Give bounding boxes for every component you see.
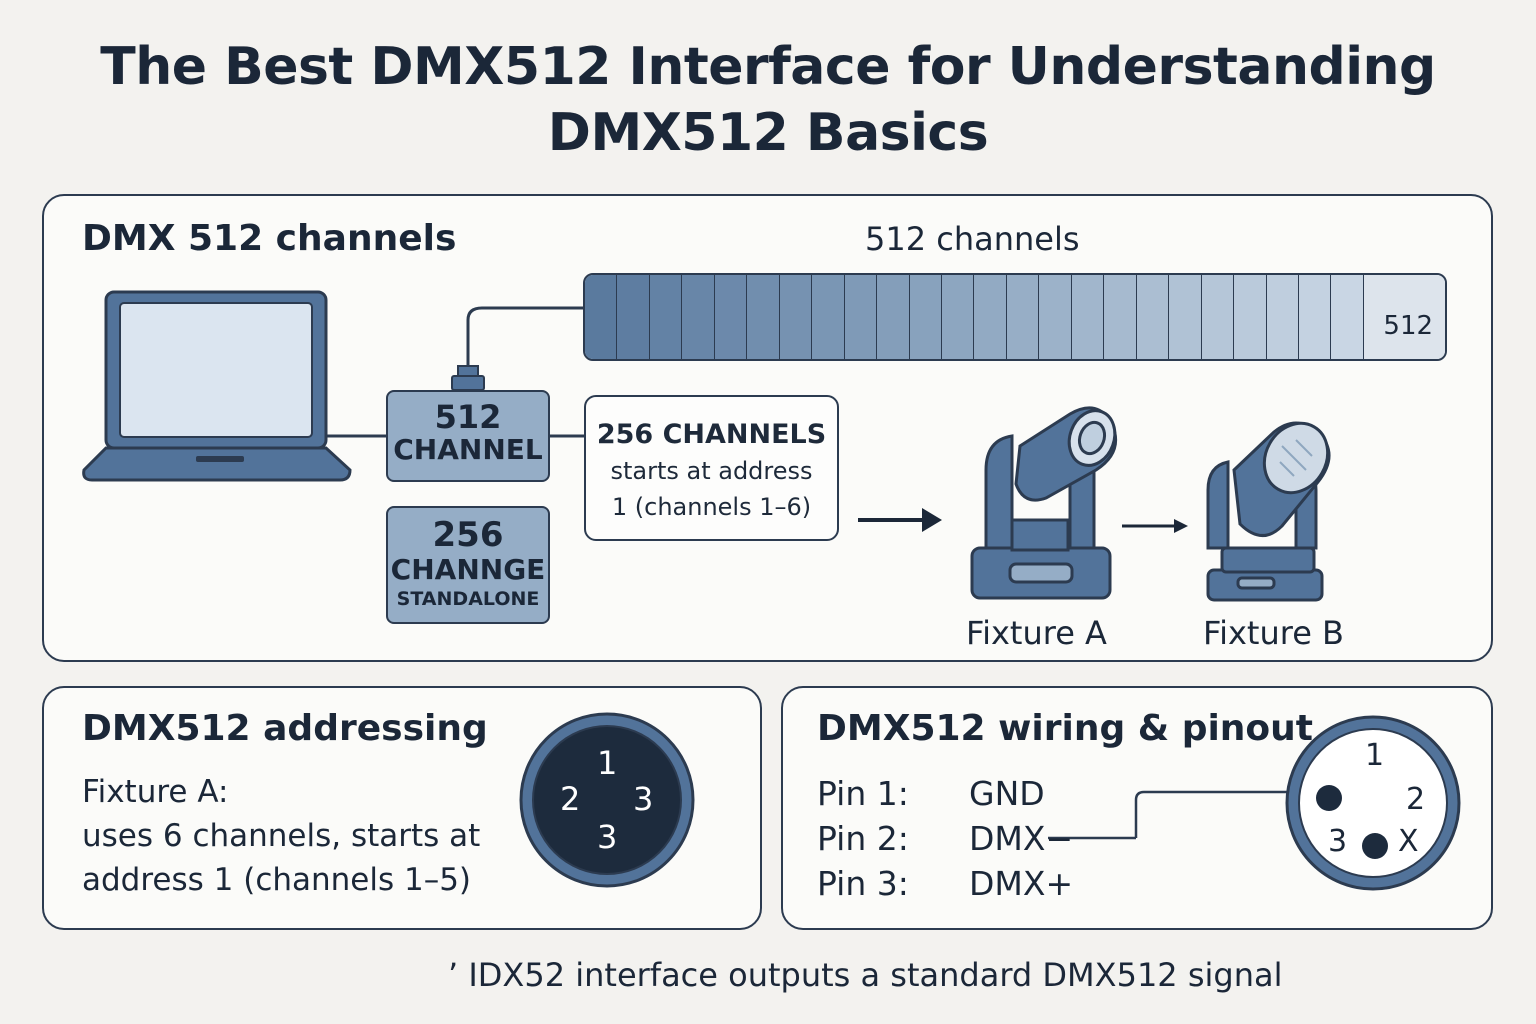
channel-segment: [1331, 275, 1364, 359]
channel-bar-label: 512 channels: [865, 220, 1080, 258]
interface-512-box: 512 CHANNEL: [386, 390, 550, 482]
title-line-2: DMX512 Basics: [547, 103, 989, 163]
channel-segment: [1234, 275, 1267, 359]
moving-head-fixture-icon: [970, 406, 1117, 600]
channel-segment: [1071, 275, 1105, 359]
pin-signal: DMX+: [969, 864, 1074, 903]
channel-512-label: 512: [1383, 311, 1434, 341]
channel-segment: [877, 275, 910, 359]
pin-signal: DMX−: [969, 819, 1074, 858]
xlr-connector-icon: [1285, 715, 1461, 891]
addressing-line3: address 1 (channels 1–5): [82, 862, 472, 898]
channel-segment: [779, 275, 813, 359]
channels-heading: DMX 512 channels: [82, 218, 457, 259]
xlr-pin-label: 3: [1328, 824, 1348, 859]
channel-512-segment: 512: [1363, 275, 1445, 359]
channel-segment: [974, 275, 1007, 359]
title-line-1: The Best DMX512 Interface for Understand…: [100, 37, 1436, 97]
channel-segment: [1039, 275, 1072, 359]
pin-signal: GND: [969, 774, 1045, 813]
dmx-cable: [326, 306, 584, 438]
channel-segment: [812, 275, 845, 359]
channel-segment: [1006, 275, 1040, 359]
laptop-icon: [82, 290, 352, 482]
xlr-pin-label: 1: [1365, 738, 1385, 773]
channel-segment: [617, 275, 650, 359]
channel-segment: [1298, 275, 1332, 359]
page-title: The Best DMX512 Interface for Understand…: [0, 34, 1536, 166]
connector-pin-label: 3: [597, 818, 618, 856]
connector-pin-label: 3: [633, 780, 654, 818]
standalone-256-line1: 256: [432, 515, 504, 555]
wiring-heading: DMX512 wiring & pinout: [817, 708, 1314, 749]
arrow-right-icon: [858, 508, 942, 532]
pin-label: Pin 1:: [817, 774, 909, 813]
info-line1: 256 CHANNELS: [596, 419, 827, 450]
channel-segment: [682, 275, 715, 359]
standalone-256-line2: CHANNGE: [390, 553, 546, 586]
channel-segment: [585, 275, 618, 359]
interface-512-line1: 512: [434, 398, 502, 436]
connector-pin-label: 2: [560, 780, 581, 818]
channel-segment: [1104, 275, 1137, 359]
xlr-connector-icon: [519, 712, 695, 888]
info-line2: starts at address: [610, 457, 813, 485]
channel-segment: [1136, 275, 1170, 359]
xlr-pin-label: X: [1398, 824, 1419, 859]
addressing-line1: Fixture A:: [82, 774, 229, 810]
channel-bar: 512: [583, 273, 1447, 361]
channel-segment: [941, 275, 975, 359]
xlr-pin-label: 2: [1406, 782, 1426, 817]
channel-segment: [1266, 275, 1299, 359]
channel-segment: [1169, 275, 1202, 359]
standalone-256-box: 256 CHANNGE STANDALONE: [386, 506, 550, 624]
fixture-b-label: Fixture B: [1203, 614, 1344, 652]
channel-segment: [649, 275, 683, 359]
channel-segment: [909, 275, 942, 359]
channel-segment: [747, 275, 780, 359]
arrow-right-icon: [1122, 519, 1188, 533]
interface-512-line2: CHANNEL: [393, 433, 543, 466]
connector-pin-label: 1: [597, 744, 618, 782]
channel-segment: [1201, 275, 1235, 359]
addressing-heading: DMX512 addressing: [82, 708, 488, 749]
pin-row: Pin 3: DMX+: [817, 864, 1073, 903]
channels-info-box: 256 CHANNELS starts at address 1 (channe…: [584, 395, 839, 541]
usb-plug-icon: [451, 365, 485, 391]
channel-segment: [844, 275, 878, 359]
pin-label: Pin 2:: [817, 819, 909, 858]
standalone-256-line3: STANDALONE: [396, 588, 540, 610]
info-line3: 1 (channels 1–6): [611, 493, 812, 521]
fixture-a-label: Fixture A: [966, 614, 1107, 652]
pin-label: Pin 3:: [817, 864, 909, 903]
channel-segment: [714, 275, 748, 359]
footer-caption: ’ IDX52 interface outputs a standard DMX…: [448, 956, 1283, 994]
pin-row: Pin 1: GND: [817, 774, 1045, 813]
moving-head-fixture-icon: [1206, 421, 1331, 602]
pin-row: Pin 2: DMX−: [817, 819, 1073, 858]
addressing-line2: uses 6 channels, starts at: [82, 818, 481, 854]
